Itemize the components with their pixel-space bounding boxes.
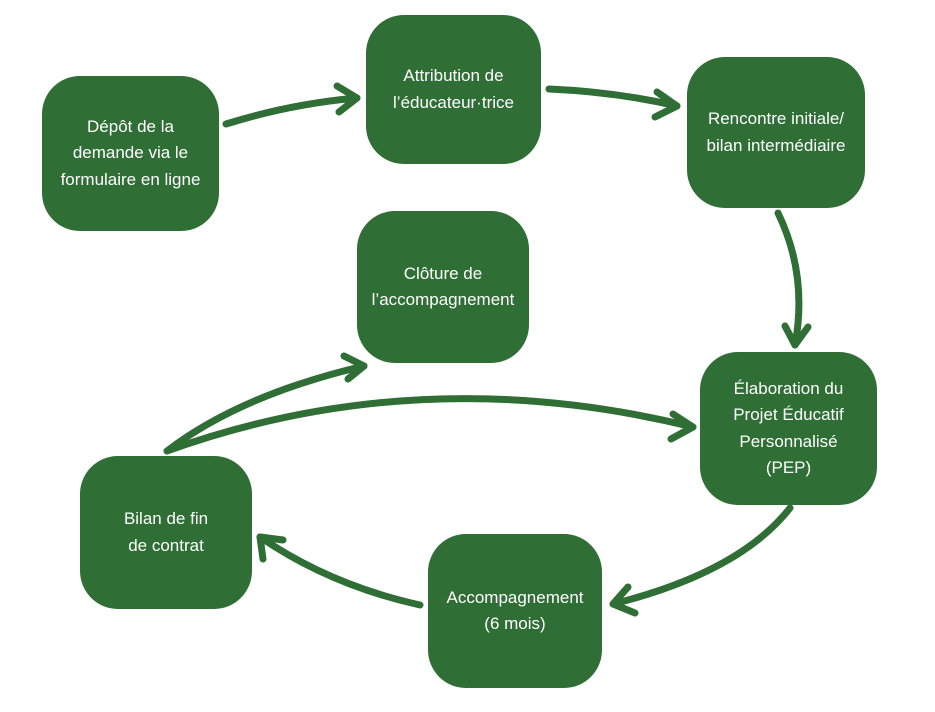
node-elaboration-label: Élaboration du Projet Éducatif Personnal… bbox=[733, 378, 844, 477]
node-cloture-accompagnement: Clôture de l’accompagnement bbox=[357, 211, 529, 363]
node-rencontre-label: Rencontre initiale/ bilan intermédiaire bbox=[706, 109, 846, 155]
node-depot-demande: Dépôt de la demande via le formulaire en… bbox=[42, 76, 219, 231]
node-accompagnement: Accompagnement (6 mois) bbox=[428, 534, 602, 688]
arrowhead-attribution bbox=[333, 82, 361, 116]
arrow-bilan-to-cloture bbox=[163, 362, 368, 455]
node-rencontre-initiale: Rencontre initiale/ bilan intermédiaire bbox=[687, 57, 865, 208]
arrow-accompagnement-to-bilan bbox=[256, 533, 424, 609]
node-accompagnement-label: Accompagnement (6 mois) bbox=[446, 587, 584, 633]
arrowhead-cloture bbox=[340, 352, 368, 383]
node-depot-label: Dépôt de la demande via le formulaire en… bbox=[60, 116, 201, 189]
arrow-bilan-to-elaboration bbox=[163, 395, 697, 455]
arrow-depot-to-attribution bbox=[222, 94, 361, 128]
node-bilan-label: Bilan de fin de contrat bbox=[123, 509, 209, 555]
arrowhead-elaboration-left bbox=[667, 410, 697, 443]
arrowhead-bilan bbox=[256, 533, 287, 563]
node-attribution-educateur: Attribution de l’éducateur·trice bbox=[366, 15, 541, 164]
arrowhead-rencontre bbox=[651, 88, 681, 121]
node-elaboration-pep: Élaboration du Projet Éducatif Personnal… bbox=[700, 352, 877, 505]
arrow-elaboration-to-accompagnement bbox=[609, 504, 794, 608]
arrow-attribution-to-rencontre bbox=[545, 85, 681, 110]
arrowhead-elaboration-top bbox=[781, 322, 812, 349]
node-cloture-label: Clôture de l’accompagnement bbox=[371, 263, 515, 309]
arrow-rencontre-to-elaboration bbox=[774, 209, 803, 349]
node-attribution-label: Attribution de l’éducateur·trice bbox=[393, 66, 514, 112]
arrowhead-accompagnement bbox=[609, 583, 639, 617]
node-bilan-fin-contrat: Bilan de fin de contrat bbox=[80, 456, 252, 609]
